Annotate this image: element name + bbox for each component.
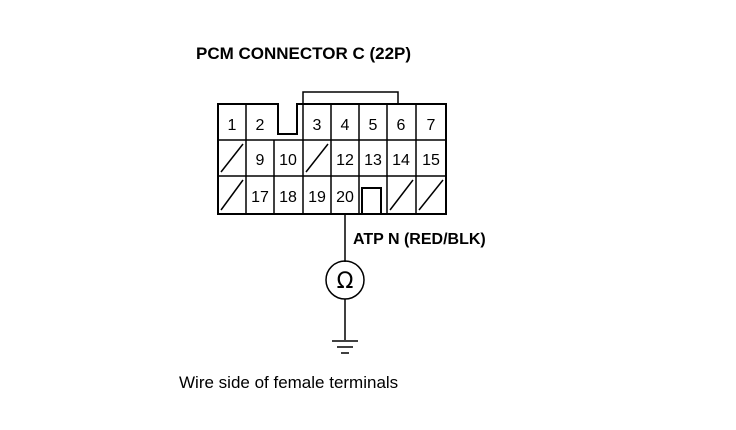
pin-row-3: 17 18 19 20 <box>251 189 354 206</box>
pin-20: 20 <box>336 189 354 206</box>
pin-1: 1 <box>228 117 237 134</box>
pin-row-2: 9 10 12 13 14 15 <box>256 152 440 169</box>
pin-4: 4 <box>341 117 350 134</box>
pin-12: 12 <box>336 152 354 169</box>
pin-5: 5 <box>369 117 378 134</box>
ohmmeter-symbol: Ω <box>337 269 354 294</box>
pin-3: 3 <box>313 117 322 134</box>
row-2-dividers <box>245 140 417 176</box>
pin-18: 18 <box>279 189 297 206</box>
pin-9: 9 <box>256 152 265 169</box>
empty-cavity-marks <box>220 143 444 211</box>
ohmmeter-icon: Ω <box>325 260 365 300</box>
pin-17: 17 <box>251 189 269 206</box>
pin-14: 14 <box>392 152 410 169</box>
connector-outline <box>217 103 447 215</box>
pin-6: 6 <box>397 117 406 134</box>
ground-icon <box>332 340 358 354</box>
pin-7: 7 <box>427 117 436 134</box>
pin-10: 10 <box>279 152 297 169</box>
diagram-caption: Wire side of female terminals <box>179 373 398 392</box>
row-3-dividers <box>245 176 417 214</box>
pin-19: 19 <box>308 189 326 206</box>
connector-title: PCM CONNECTOR C (22P) <box>196 44 411 63</box>
wire-label: ATP N (RED/BLK) <box>353 231 486 248</box>
pin-13: 13 <box>364 152 382 169</box>
pin-15: 15 <box>422 152 440 169</box>
pin-2: 2 <box>256 117 265 134</box>
connector-lock-tab <box>302 91 399 104</box>
pin-row-1: 1 2 3 4 5 6 7 <box>228 117 436 134</box>
row-1-dividers <box>245 104 417 140</box>
connector-bottom-key <box>361 187 382 214</box>
